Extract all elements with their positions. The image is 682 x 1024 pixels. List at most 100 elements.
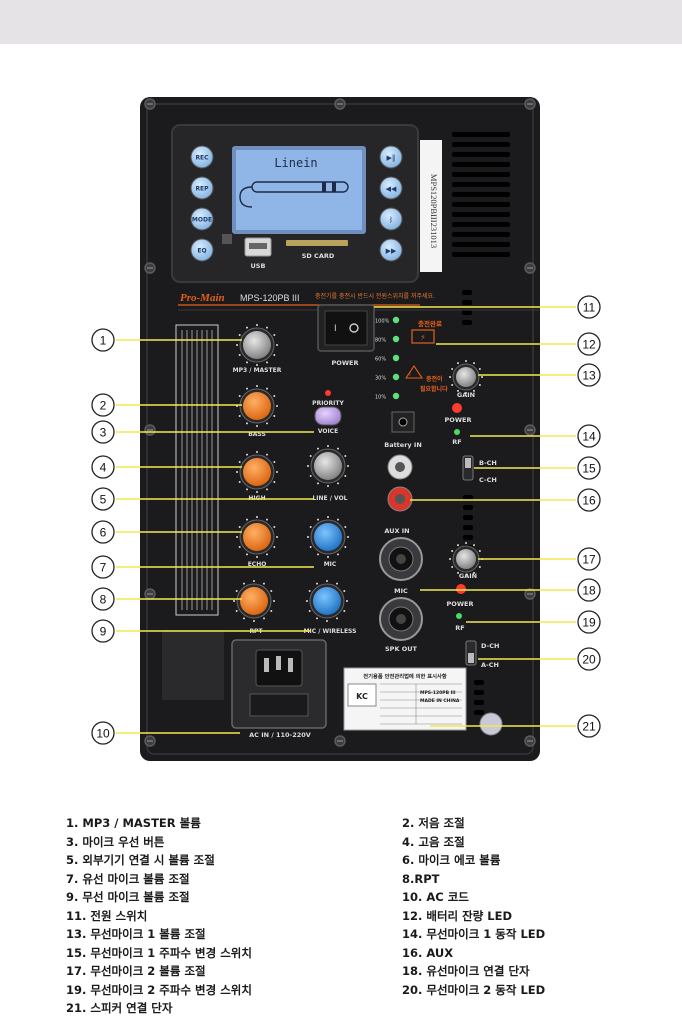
charge-need-line2: 필요합니다 [420,385,448,393]
safety-title: 전기용품 안전관리법에 의한 표시사항 [363,672,447,680]
legend-item: 5. 외부기기 연결 시 볼륨 조절 [66,853,215,867]
svg-text:REP: REP [195,186,209,193]
battery-led-4 [392,392,400,400]
gain-2-label: GAIN [459,572,477,580]
rpt-knob[interactable] [233,580,275,622]
line-vol-knob-label: LINE / VOL [312,495,347,502]
battery-led-1 [392,335,400,343]
callout-marker-2 [91,393,115,417]
svg-text:REC: REC [195,155,209,162]
serial-sticker [420,140,442,272]
echo-knob-label: ECHO [248,561,267,568]
mp3-master-knob-label: MP3 / MASTER [233,367,282,374]
callout-marker-7 [91,555,115,579]
jack-plug-icon [239,181,349,208]
mic-wireless-knob[interactable] [306,580,348,622]
callout-marker-8 [91,587,115,611]
play-pause-button[interactable]: ▶‖ [379,145,403,169]
bass-knob-label: BASS [248,431,266,438]
callout-number-15: 15 [582,462,596,476]
callout-number-10: 10 [96,727,110,741]
battery-in-label: Battery IN [384,441,422,449]
callout-marker-11 [577,295,601,319]
wireless-1-rf-label: RF [452,438,461,446]
wireless-1-power-led [452,403,462,413]
svg-text:!: ! [409,371,411,378]
mic-jack-label: MIC [394,587,408,595]
power-switch-on: I [334,324,337,334]
aux-in-jack-white[interactable] [387,454,413,480]
callout-marker-1 [91,328,115,352]
legend-item: 8.RPT [402,871,440,886]
mic-knob[interactable] [307,516,349,558]
mp3-rep-button[interactable]: REP [190,176,214,200]
callout-marker-20 [577,647,601,671]
legend-item: 1. MP3 / MASTER 볼륨 [66,816,201,830]
next-button[interactable]: ▶▶ [379,238,403,262]
line-vol-knob[interactable] [307,445,349,487]
callout-marker-6 [91,520,115,544]
wireless-2-gain-knob[interactable] [449,542,483,576]
legend-item: 10. AC 코드 [402,890,469,904]
callout-number-2: 2 [100,399,107,413]
callout-marker-16 [577,488,601,512]
echo-knob[interactable] [236,516,278,558]
charge-warning: 충전기를 충전시 반드시 전원스위치를 꺼주세요. [315,292,435,300]
next-icon: ▶▶ [386,247,397,255]
mp3-left-buttons: REC REP MODE EQ [190,145,214,262]
callout-number-14: 14 [582,430,596,444]
spk-out-jack[interactable] [379,597,423,641]
legend-item: 16. AUX [402,945,454,960]
callout-number-9: 9 [100,625,107,639]
callout-marker-19 [577,610,601,634]
callout-number-8: 8 [100,593,107,607]
lcd-text: Linein [274,156,317,170]
aux-in-jack-red[interactable] [387,486,413,512]
priority-led [325,390,331,396]
legend-item: 6. 마이크 에코 볼륨 [402,853,501,867]
sd-card-slot[interactable] [286,240,348,246]
legend-item: 11. 전원 스위치 [66,908,148,923]
a-ch-label: A-CH [481,661,499,669]
wireless-1-gain-knob[interactable] [449,360,483,394]
previous-button[interactable]: ◀◀ [379,176,403,200]
bass-knob[interactable] [236,385,278,427]
instruction-sticker [175,324,219,616]
play-pause-icon: ▶‖ [387,154,396,162]
battery-level-4: 10% [375,395,386,401]
ac-power-inlet[interactable] [231,639,327,729]
svg-text:EQ: EQ [197,248,206,255]
legend-item: 18. 유선마이크 연결 단자 [402,964,530,978]
callout-marker-3 [91,420,115,444]
brand-logo: Pro-Main [180,292,225,304]
legend-item: 17. 무선마이크 2 볼륨 조절 [66,964,206,978]
legend-item: 15. 무선마이크 1 주파수 변경 스위치 [66,945,252,960]
mp3-rec-button[interactable]: REC [190,145,214,169]
c-ch-label: C-CH [479,476,497,484]
callout-number-18: 18 [582,584,596,598]
mp3-mode-button[interactable]: MODE [190,207,214,231]
usb-label: USB [251,262,266,270]
callout-number-3: 3 [100,426,107,440]
svg-text:MODE: MODE [192,217,212,224]
mp3-master-knob[interactable] [236,324,278,366]
panel-screws [144,98,536,747]
warning-icon [404,365,424,379]
voice-label: VOICE [318,428,338,435]
legend-item: 7. 유선 마이크 볼륨 조절 [66,871,190,886]
safety-label [343,667,467,731]
voice-priority-button[interactable] [314,406,342,426]
high-knob[interactable] [236,451,278,493]
bluetooth-button[interactable]: ᛒ [379,207,403,231]
mic-jack[interactable] [379,537,423,581]
callout-number-6: 6 [100,526,107,540]
battery-led-0 [392,316,400,324]
callout-number-20: 20 [582,653,596,667]
top-bar [0,0,682,44]
svg-text:⚡: ⚡ [420,333,426,342]
legend-item: 13. 무선마이크 1 볼륨 조절 [66,927,206,941]
mp3-eq-button[interactable]: EQ [190,238,214,262]
legend-item: 9. 무선 마이크 볼륨 조절 [66,890,190,904]
ac-in-label: AC IN / 110-220V [249,731,311,739]
callout-marker-4 [91,455,115,479]
